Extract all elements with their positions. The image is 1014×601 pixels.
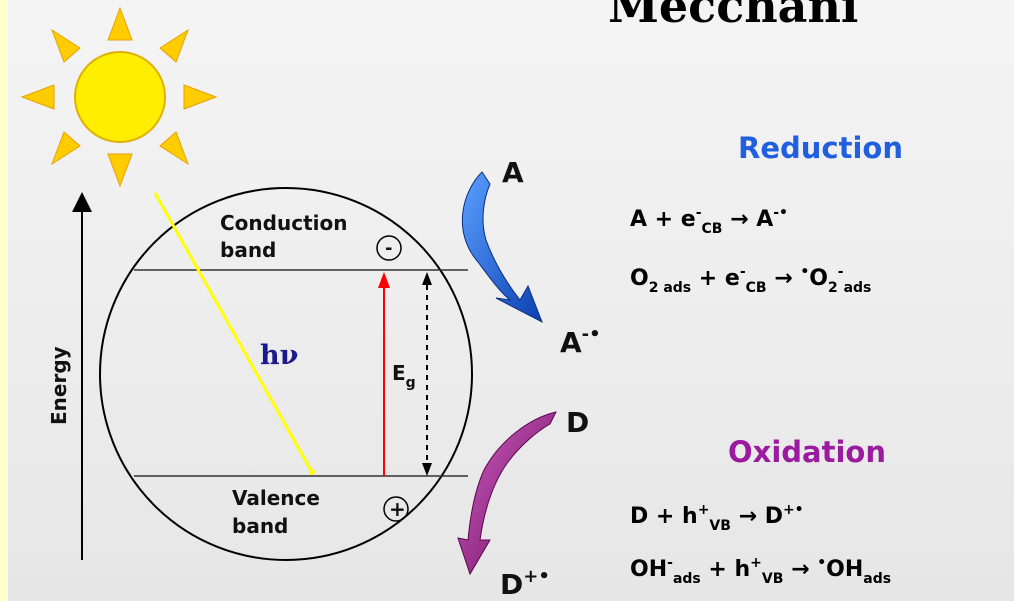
oxidation-heading: Oxidation: [728, 435, 886, 469]
energy-label: Energy: [47, 346, 71, 425]
donor-label: D: [566, 406, 589, 439]
reduction-heading: Reduction: [738, 131, 903, 165]
sun-icon: [22, 8, 216, 186]
valence-band-label-1: Valence: [232, 486, 320, 510]
excitation-arrowhead: [378, 272, 390, 288]
photon-label: hν: [260, 340, 298, 371]
title-fragment: Mecchani: [608, 0, 858, 33]
conduction-band-label-2: band: [220, 238, 276, 262]
donor-arrow: [458, 412, 556, 574]
reduction-equation-2: O2 ads + e-CB → •O2-ads: [630, 264, 871, 296]
donor-oxidized-label: D+•: [500, 566, 550, 601]
valence-band-label-2: band: [232, 514, 288, 538]
reduction-equation-1: A + e-CB → A-•: [630, 205, 788, 237]
band-gap-arrowhead-bottom: [422, 463, 432, 476]
electron-symbol: -: [385, 238, 392, 259]
photon-impact-point: [309, 469, 315, 475]
acceptor-arrow: [462, 172, 542, 322]
conduction-band-label-1: Conduction: [220, 211, 347, 235]
hole-symbol: +: [389, 497, 406, 521]
acceptor-reduced-label: A-•: [560, 324, 601, 359]
oxidation-equation-1: D + h+VB → D+•: [630, 502, 804, 534]
gap-label: Eg: [392, 361, 416, 391]
acceptor-label: A: [502, 156, 524, 189]
oxidation-equation-2: OH-ads + h+VB → •OHads: [630, 555, 891, 587]
band-gap-arrowhead-top: [422, 272, 432, 285]
